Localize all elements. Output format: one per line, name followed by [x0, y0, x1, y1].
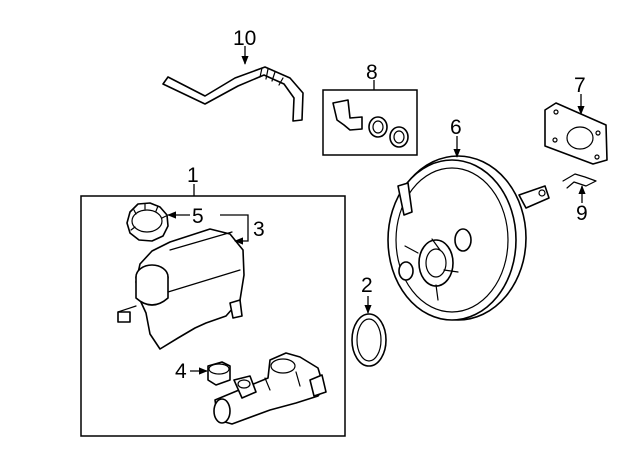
- part-6-brake-booster[interactable]: [387, 155, 550, 321]
- callout-8: 8: [366, 61, 378, 84]
- callout-5: 5: [192, 205, 204, 228]
- callout-10: 10: [233, 27, 256, 50]
- part-3-reservoir[interactable]: [117, 228, 245, 350]
- part-2-o-ring[interactable]: [351, 313, 387, 367]
- part-8-kit-box: [322, 89, 418, 156]
- part-4-grommet[interactable]: [207, 361, 231, 386]
- callout-1: 1: [187, 164, 199, 187]
- part-7-gasket[interactable]: [544, 102, 608, 165]
- callout-6: 6: [450, 116, 462, 139]
- part-10-vacuum-hose[interactable]: [162, 66, 304, 122]
- part-9-clip[interactable]: [562, 173, 597, 189]
- part-1-master-cylinder[interactable]: [213, 352, 327, 425]
- callout-3: 3: [253, 218, 265, 241]
- part-5-reservoir-cap[interactable]: [126, 202, 169, 242]
- callout-2: 2: [361, 274, 373, 297]
- callout-7: 7: [574, 74, 586, 97]
- part-8-fitting-kit[interactable]: [332, 99, 409, 148]
- part-1-master-cylinder-box: [80, 195, 346, 437]
- leader-3: [220, 214, 249, 245]
- callout-4: 4: [175, 360, 187, 383]
- callout-9: 9: [576, 202, 588, 225]
